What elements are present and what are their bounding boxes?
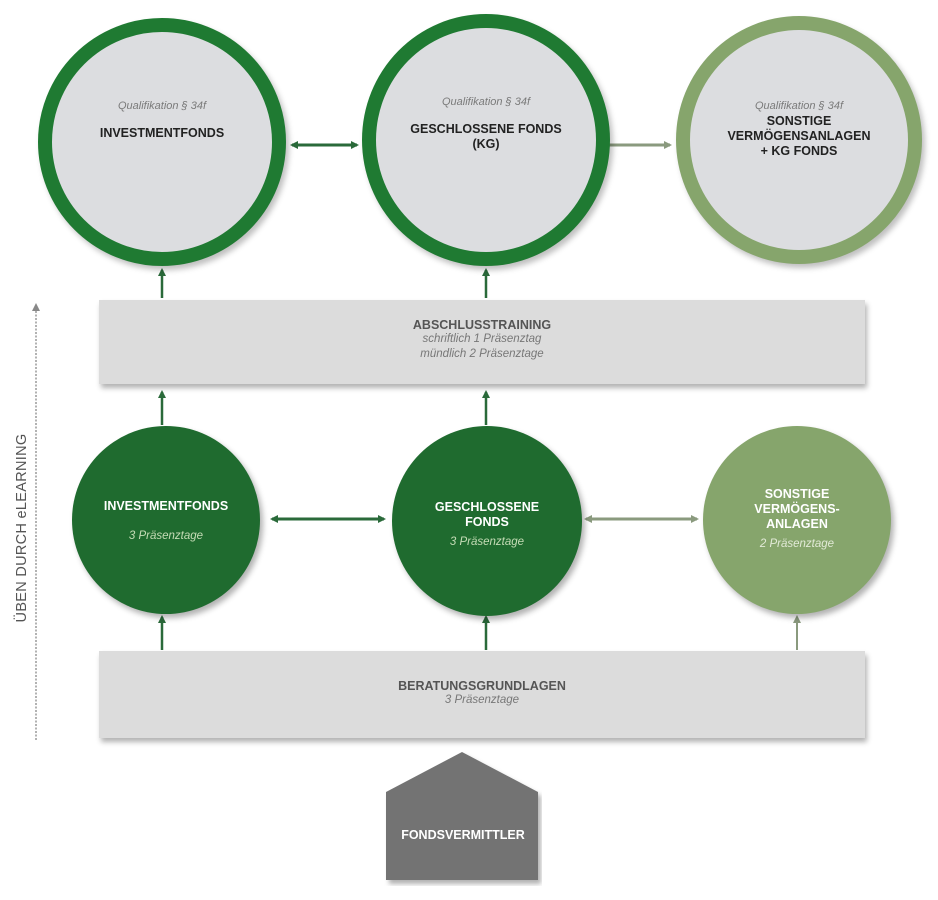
qualification-investmentfonds[interactable]: Qualifikation § 34f INVESTMENTFONDS <box>38 18 286 266</box>
module-investmentfonds[interactable]: INVESTMENTFONDS 3 Präsenztage <box>72 426 260 614</box>
qualification-sonstige-vermoegensanlagen[interactable]: Qualifikation § 34f SONSTIGE VERMÖGENSAN… <box>676 16 922 264</box>
foundation-title: BERATUNGSGRUNDLAGEN <box>398 679 566 693</box>
qualification-title: SONSTIGE VERMÖGENSANLAGEN + KG FONDS <box>727 114 871 158</box>
elearning-axis-label: ÜBEN DURCH eLEARNING <box>14 433 30 623</box>
module-geschlossene-fonds[interactable]: GESCHLOSSENE FONDS 3 Präsenztage <box>392 426 582 616</box>
module-title: INVESTMENTFONDS <box>103 498 229 513</box>
final-training-bar[interactable]: ABSCHLUSSTRAINING schriftlich 1 Präsenzt… <box>99 300 865 384</box>
module-sonstige-vermoegensanlagen[interactable]: SONSTIGE VERMÖGENS- ANLAGEN 2 Präsenztag… <box>703 426 891 614</box>
module-title: FONDS <box>465 515 509 529</box>
module-title: ANLAGEN <box>766 516 828 531</box>
fondsvermittler-house-icon <box>386 752 538 880</box>
qualification-title: INVESTMENTFONDS <box>99 126 225 140</box>
fondsvermittler-label: FONDSVERMITTLER <box>401 828 525 842</box>
final-training-written: schriftlich 1 Präsenztag <box>422 333 542 345</box>
qualifier-label: Qualifikation § 34f <box>117 100 207 112</box>
module-days: 3 Präsenztage <box>449 536 525 548</box>
module-title: VERMÖGENS- <box>754 501 840 516</box>
qualification-title: GESCHLOSSENE FONDS (KG) <box>410 122 562 151</box>
final-training-title: ABSCHLUSSTRAINING <box>412 318 552 332</box>
module-title: SONSTIGE <box>764 486 830 501</box>
module-days: 2 Präsenztage <box>759 537 835 550</box>
foundation-bar[interactable]: BERATUNGSGRUNDLAGEN 3 Präsenztage <box>99 651 865 738</box>
qualifier-label: Qualifikation § 34f <box>754 100 844 112</box>
foundation-days: 3 Präsenztage <box>444 694 520 706</box>
final-training-oral: mündlich 2 Präsenztage <box>420 348 544 360</box>
module-days: 3 Präsenztage <box>128 529 204 542</box>
module-title: GESCHLOSSENE <box>434 500 540 514</box>
qualifier-label: Qualifikation § 34f <box>441 96 531 108</box>
qualification-geschlossene-fonds[interactable]: Qualifikation § 34f GESCHLOSSENE FONDS (… <box>362 14 610 266</box>
